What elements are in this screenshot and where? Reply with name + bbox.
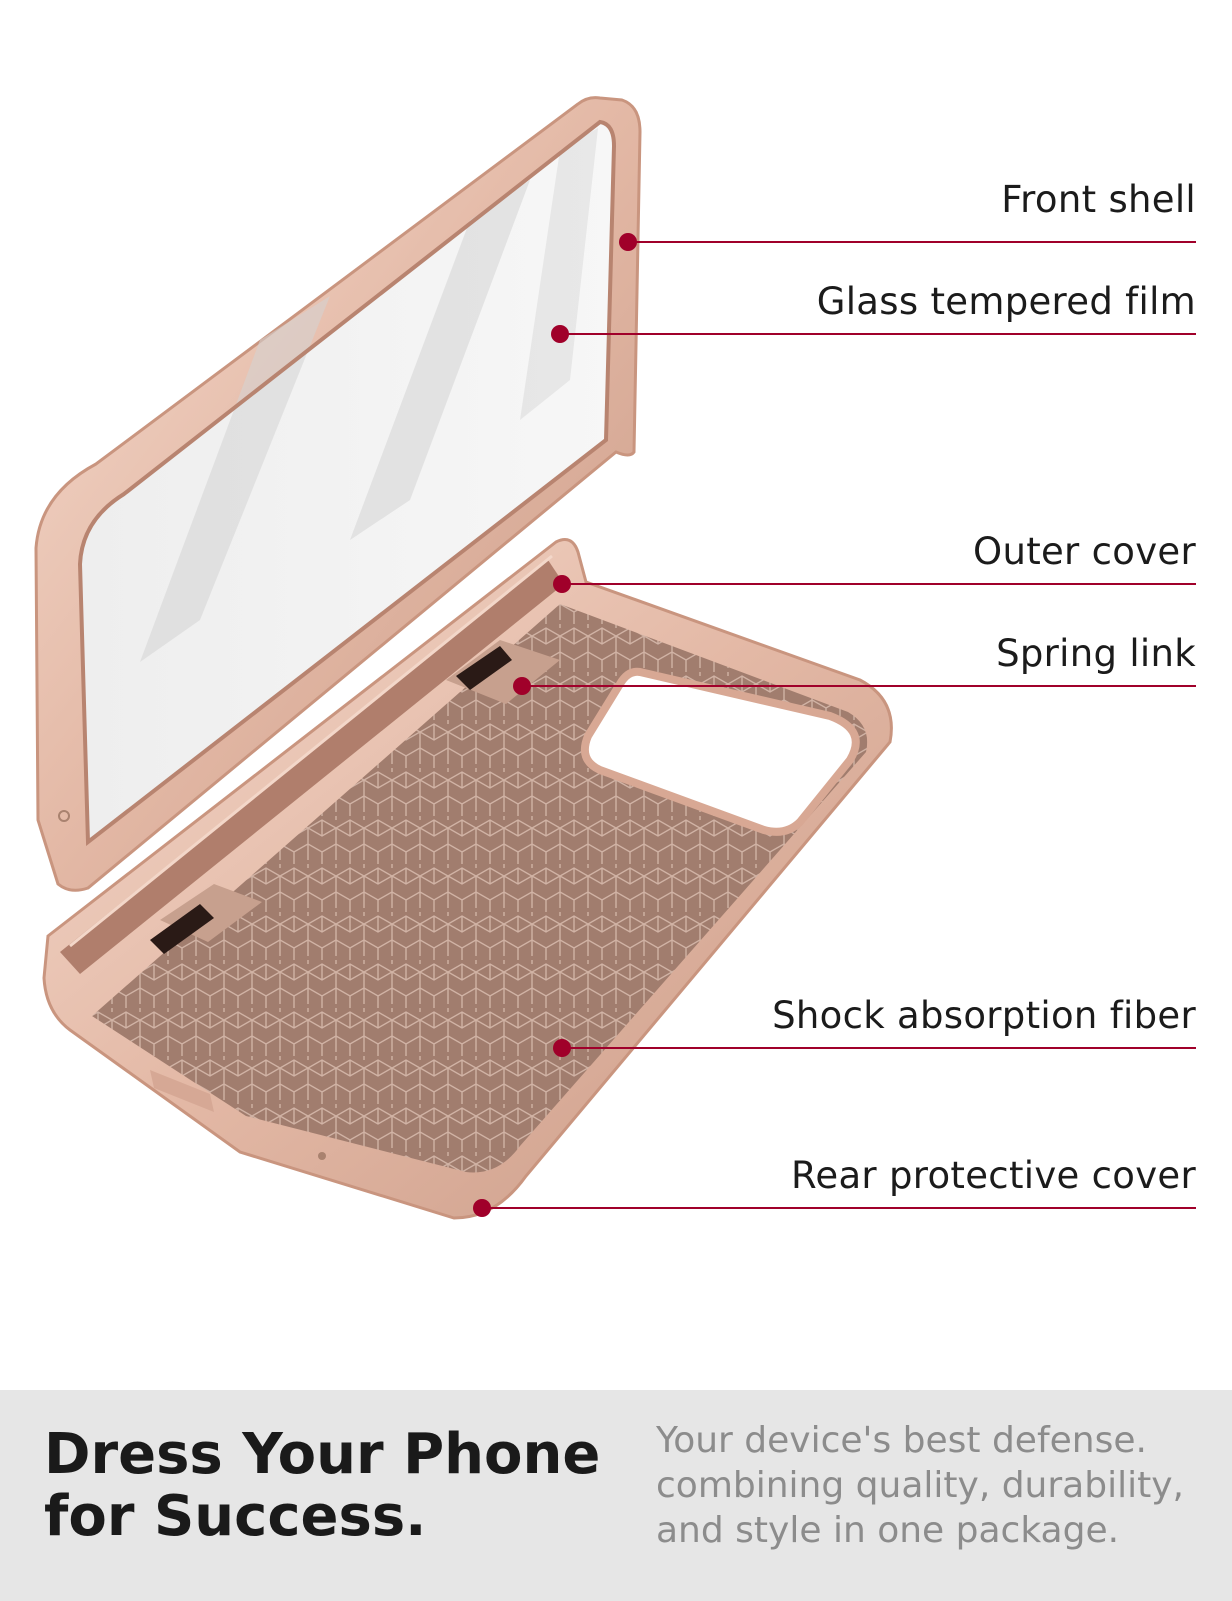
spring-link xyxy=(150,640,560,954)
callout-dot-front-shell xyxy=(619,233,637,251)
tagline-line: combining quality, durability, xyxy=(656,1465,1184,1506)
callout-lines xyxy=(473,233,1196,1217)
front-shell xyxy=(34,96,642,892)
footer-headline: Dress Your Phone for Success. xyxy=(44,1422,601,1549)
label-outer-cover: Outer cover xyxy=(973,530,1196,573)
rear-protective-cover xyxy=(42,538,893,1220)
tagline-line: and style in one package. xyxy=(656,1510,1120,1551)
camera-cutout xyxy=(581,667,860,836)
callout-dot-shock-fiber xyxy=(553,1039,571,1057)
callout-dot-glass-film xyxy=(551,325,569,343)
callout-dot-spring-link xyxy=(513,677,531,695)
tagline-line: Your device's best defense. xyxy=(656,1420,1147,1461)
label-glass-tempered-film: Glass tempered film xyxy=(816,280,1196,323)
label-shock-absorption-fiber: Shock absorption fiber xyxy=(772,994,1196,1037)
callout-dot-rear-cover xyxy=(473,1199,491,1217)
footer-tagline: Your device's best defense. combining qu… xyxy=(656,1418,1196,1553)
callout-dot-outer-cover xyxy=(553,575,571,593)
label-rear-protective-cover: Rear protective cover xyxy=(791,1154,1196,1197)
product-illustration xyxy=(34,96,1196,1220)
footer-banner: Dress Your Phone for Success. Your devic… xyxy=(0,1390,1232,1601)
label-spring-link: Spring link xyxy=(996,632,1196,675)
label-front-shell: Front shell xyxy=(1001,178,1196,221)
